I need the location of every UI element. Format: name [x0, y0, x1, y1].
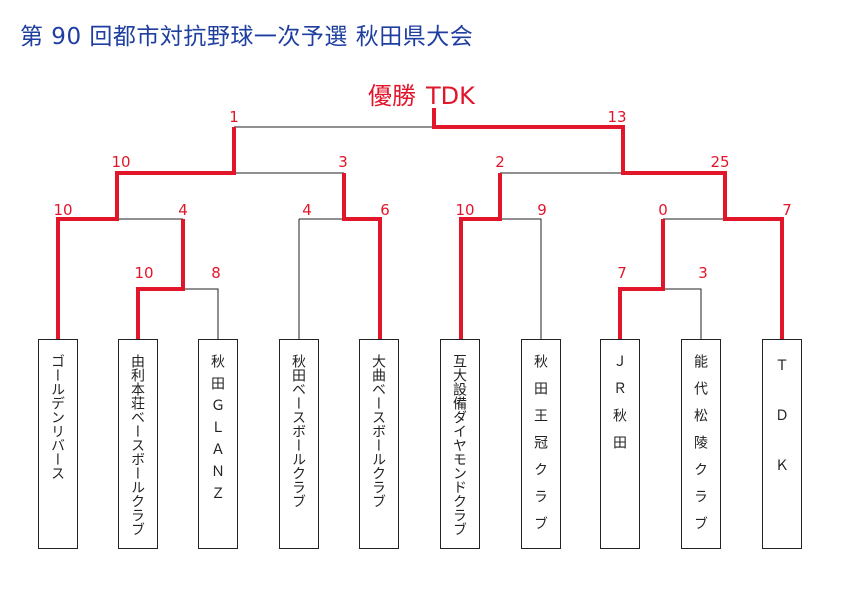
team-box-akita-oukan: 秋田王冠クラブ	[521, 339, 561, 549]
team-box-akita-glanz: 秋田ＧＬＡＮＺ	[198, 339, 238, 549]
team-box-tdk: ＴＤＫ	[762, 339, 802, 549]
champion-banner: 優勝 TDK	[368, 76, 475, 111]
score-r2-m3-right: 9	[537, 201, 547, 219]
bracket-line-r1-m2	[620, 288, 702, 340]
team-box-yurihonjo: 由利本荘ベースボールクラブ	[118, 339, 158, 549]
bracket-line-r1-m1	[138, 288, 219, 340]
winner-path-jr-akita	[618, 219, 665, 340]
bracket-line-r2-m2	[298, 218, 380, 340]
champion-label: 優勝	[368, 82, 416, 110]
score-final-right: 13	[607, 108, 627, 126]
team-box-noshiro-shoryo: 能代松陵クラブ	[681, 339, 721, 549]
team-name: ＴＤＫ	[773, 358, 789, 508]
score-r2-m4-right: 7	[782, 201, 792, 219]
score-sf-left-bottom: 3	[338, 153, 348, 171]
bracket-line-r2-m3	[461, 218, 542, 340]
score-sf-right-bottom: 25	[710, 153, 730, 171]
winner-path-godai	[459, 173, 502, 340]
score-r2-m2-right: 6	[380, 201, 390, 219]
score-r2-m1-left: 10	[53, 201, 73, 219]
score-r2-m3-left: 10	[455, 201, 475, 219]
score-r2-m4-left: 0	[658, 201, 668, 219]
page-title: 第 90 回都市対抗野球一次予選 秋田県大会	[20, 24, 474, 50]
team-box-golden-rivers: ゴールデンリバース	[38, 339, 78, 549]
score-final-left: 1	[229, 108, 239, 126]
team-name: ＪＲ秋田	[611, 354, 627, 462]
score-r1-m2-left: 7	[617, 264, 627, 282]
score-r2-m1-right: 4	[178, 201, 188, 219]
score-r1-m2-right: 3	[698, 264, 708, 282]
winner-path-tdk	[432, 108, 784, 340]
team-name: 互大設備ダイヤモンドクラブ	[451, 354, 467, 536]
winner-path-omagari	[342, 173, 382, 340]
winner-path-golden-rivers	[56, 127, 236, 340]
score-sf-right-top: 2	[495, 153, 505, 171]
champion-team: TDK	[426, 82, 475, 110]
team-name: 能代松陵クラブ	[692, 354, 708, 543]
team-name: 秋田ＧＬＡＮＺ	[209, 354, 225, 508]
team-name: 秋田ベースボールクラブ	[290, 354, 306, 508]
score-sf-left-top: 10	[111, 153, 131, 171]
team-box-godai-setsubi: 互大設備ダイヤモンドクラブ	[440, 339, 480, 549]
winner-path-yurihonjo	[136, 219, 185, 340]
score-r1-m1-right: 8	[211, 264, 221, 282]
team-name: 大曲ベースボールクラブ	[370, 354, 386, 508]
team-box-akita-baseball-club: 秋田ベースボールクラブ	[279, 339, 319, 549]
team-name: 由利本荘ベースボールクラブ	[129, 354, 145, 536]
team-box-omagari: 大曲ベースボールクラブ	[359, 339, 399, 549]
score-r2-m2-left: 4	[302, 201, 312, 219]
team-name: 秋田王冠クラブ	[532, 354, 548, 543]
team-box-jr-akita: ＪＲ秋田	[600, 339, 640, 549]
team-name: ゴールデンリバース	[49, 354, 65, 480]
score-r1-m1-left: 10	[134, 264, 154, 282]
